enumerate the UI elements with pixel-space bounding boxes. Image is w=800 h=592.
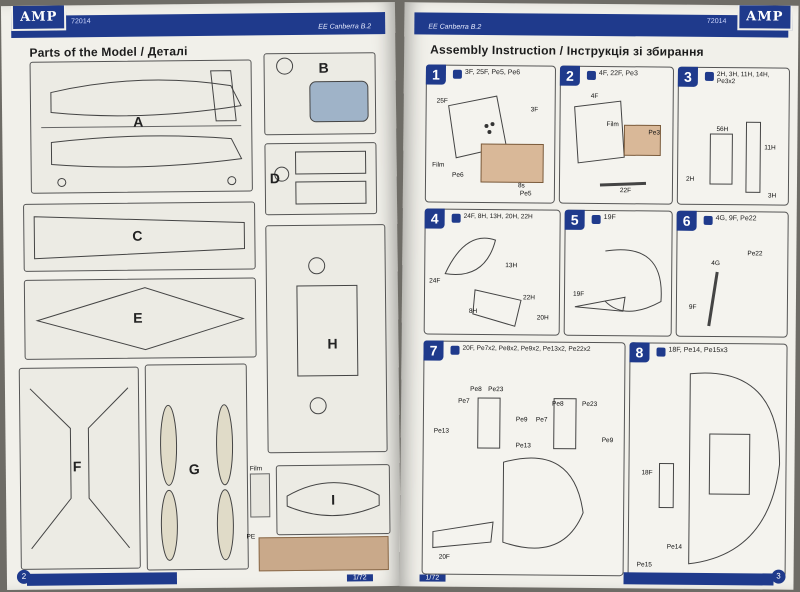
part-label: 19F xyxy=(572,290,585,298)
pe-label: PE xyxy=(246,533,256,541)
sprue-letter: H xyxy=(327,335,338,352)
sprue-letter: D xyxy=(269,170,280,187)
part-label: Film xyxy=(432,161,445,169)
step-1-drawing xyxy=(448,95,544,184)
sprue-c: C xyxy=(23,201,256,272)
right-page: EE Canberra B.2 72014 AMP Assembly Instr… xyxy=(399,2,799,590)
part-label: 4G xyxy=(711,259,720,268)
step-1: 1 3F, 25F, Pe5, Pe6 25F 3F Film Pe6 8s P… xyxy=(424,64,557,204)
sprue-e: E xyxy=(23,277,257,360)
film-label: Film xyxy=(249,465,263,473)
part-label: Pe8 xyxy=(470,385,482,393)
header-title: EE Canberra B.2 xyxy=(318,23,372,31)
sprue-letter: I xyxy=(331,491,336,508)
left-page: 72014 EE Canberra B.2 AMP Parts of the M… xyxy=(0,1,402,591)
part-label: 56H xyxy=(716,126,729,134)
part-label: 25F xyxy=(436,97,448,105)
part-label: Pe9 xyxy=(515,416,528,424)
part-label: 24F xyxy=(429,277,441,285)
part-label: 3H xyxy=(767,192,777,200)
part-label: Pe9 xyxy=(601,437,614,445)
part-label: Pe7 xyxy=(458,397,470,405)
page-number: 2 xyxy=(16,569,32,584)
footer-bar xyxy=(623,572,774,586)
step-3: 3 2H, 3H, 11H, 14H, Pe3x2 56H 11H 2H 3H xyxy=(676,66,790,206)
page-number: 3 xyxy=(771,569,786,584)
film-sheet xyxy=(249,473,271,518)
step-7: 7 20F, Pe7x2, Pe8x2, Pe9x2, Pe13x2, Pe22… xyxy=(421,340,626,577)
part-label: 2H xyxy=(685,175,695,183)
sprue-h: H xyxy=(265,224,388,454)
part-label: 11H xyxy=(764,144,776,152)
section-title: Assembly Instruction / Інструкція зі зби… xyxy=(430,42,704,59)
sprue-i: I xyxy=(275,464,391,536)
header-code: 72014 xyxy=(71,18,91,26)
part-label: Pe13 xyxy=(433,427,450,435)
part-label: 20H xyxy=(536,314,549,322)
step-4: 4 24F, 8H, 13H, 20H, 22H 13H 24F 22H 8H … xyxy=(423,208,561,336)
part-label: 13H xyxy=(505,262,518,270)
part-label: Film xyxy=(606,121,619,129)
part-label: 3F xyxy=(530,106,539,114)
part-label: Pe13 xyxy=(515,442,531,450)
part-label: Pe15 xyxy=(636,561,652,569)
part-label: Pe5 xyxy=(519,190,532,198)
sprue-a: A xyxy=(29,59,253,194)
part-label: Pe8 xyxy=(552,400,564,408)
sprue-letter: A xyxy=(133,113,144,130)
section-title: Parts of the Model / Деталі xyxy=(29,44,188,60)
header-bar: EE Canberra B.2 72014 xyxy=(414,12,789,38)
part-label: 18F xyxy=(641,469,653,477)
part-label: Pe14 xyxy=(666,543,683,551)
header-code: 72014 xyxy=(706,17,727,26)
footer-scale: 1/72 xyxy=(419,574,446,582)
sprue-letter: B xyxy=(318,59,329,76)
part-label: Pe3 xyxy=(648,129,661,137)
step-6: 6 4G, 9F, Pe22 Pe22 4G 9F xyxy=(675,210,789,338)
part-label: 22F xyxy=(619,187,632,195)
sprue-g: G xyxy=(144,363,249,571)
sprue-d: D xyxy=(264,142,378,216)
amp-logo: AMP xyxy=(737,3,793,31)
step-5: 5 19F 19F xyxy=(563,209,673,337)
part-label: Pe23 xyxy=(582,400,598,408)
step-8: 8 18F, Pe14, Pe15x3 18F Pe14 Pe15 xyxy=(627,342,788,578)
part-label: Pe7 xyxy=(535,416,548,424)
part-label: 9F xyxy=(688,303,697,311)
sprue-b: B xyxy=(263,52,377,136)
sprue-letter: E xyxy=(133,309,143,326)
sprue-f: F xyxy=(18,366,141,570)
photo-etch-sheet xyxy=(258,536,389,572)
part-label: Pe23 xyxy=(488,386,504,394)
part-label: Pe22 xyxy=(747,250,763,258)
header-bar: 72014 EE Canberra B.2 xyxy=(11,12,386,38)
footer-scale: 1/72 xyxy=(346,574,373,582)
part-label: 20F xyxy=(438,553,450,561)
part-label: Pe6 xyxy=(452,171,464,179)
part-label: 22H xyxy=(522,294,535,302)
amp-logo: AMP xyxy=(10,3,67,31)
part-label: 8H xyxy=(468,307,478,315)
footer-bar xyxy=(26,572,178,586)
part-label: 4F xyxy=(590,92,599,100)
header-title: EE Canberra B.2 xyxy=(428,23,482,31)
part-label: 8s xyxy=(517,182,525,190)
sprue-letter: F xyxy=(72,458,82,475)
step-2: 2 4F, 22F, Pe3 4F Film Pe3 22F xyxy=(558,65,675,205)
sprue-letter: C xyxy=(132,227,143,244)
sprue-letter: G xyxy=(188,461,200,478)
